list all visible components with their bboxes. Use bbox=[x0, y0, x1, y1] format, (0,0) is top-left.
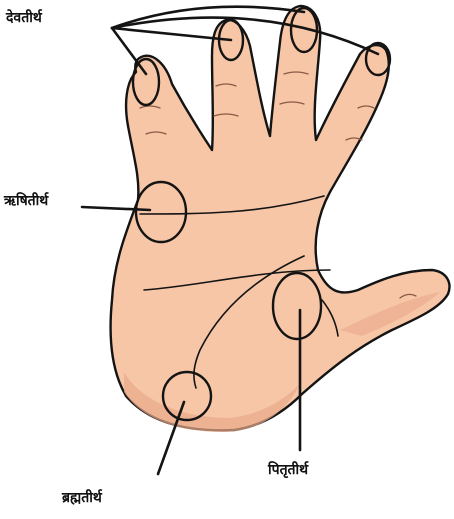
label-devatirtha: देवतीर्थ bbox=[6, 10, 42, 26]
label-rishitirtha: ऋषितीर्थ bbox=[4, 193, 48, 209]
hand-outline bbox=[111, 6, 450, 430]
label-brahmatirtha: ब्रह्मतीर्थ bbox=[62, 490, 102, 506]
label-pitritirtha: पितृतीर्थ bbox=[268, 462, 308, 478]
